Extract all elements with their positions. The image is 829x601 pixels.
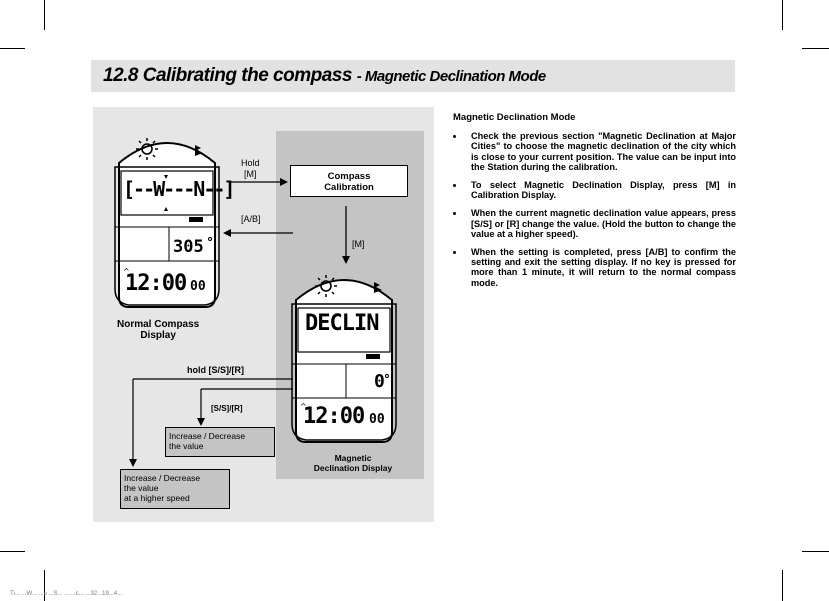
- arrow-m-down: [342, 206, 350, 264]
- arrow-to-calibration: [228, 178, 288, 186]
- increase-decrease-fast-box: Increase / Decrease the value at a highe…: [120, 469, 230, 509]
- increase-decrease-label: Increase / Decrease the value: [169, 431, 246, 451]
- declin-lcd-seconds: 00: [369, 412, 385, 427]
- normal-compass-device: ^: [114, 138, 220, 308]
- instruction-text: When the setting is completed, press [A/…: [471, 247, 736, 288]
- heading-sub: - Magnetic Declination Mode: [356, 68, 547, 85]
- normal-compass-caption: Normal Compass Display: [117, 319, 200, 341]
- crop-mark: [44, 0, 45, 30]
- sun-icon: [315, 275, 337, 297]
- instruction-list: Check the previous section "Magnetic Dec…: [453, 131, 736, 288]
- flow-lines: [129, 378, 293, 467]
- crop-mark: [44, 570, 45, 601]
- ab-label: [A/B]: [241, 214, 261, 224]
- instructions: Magnetic Declination Mode Check the prev…: [453, 112, 736, 296]
- hold-m-label: Hold [M]: [241, 158, 260, 179]
- instructions-title: Magnetic Declination Mode: [453, 112, 576, 123]
- normal-lcd-time: 12:00: [125, 271, 187, 296]
- crop-mark: [0, 48, 25, 49]
- normal-lcd-main: [--W---N--]: [123, 177, 235, 201]
- svg-text:^: ^: [123, 267, 130, 276]
- instruction-item: When the current magnetic declination va…: [453, 208, 736, 239]
- crop-mark: [0, 551, 25, 552]
- crop-mark: [802, 551, 829, 552]
- signal-icon: [195, 145, 203, 156]
- instruction-text: When the current magnetic declination va…: [471, 208, 736, 239]
- sun-icon: [136, 138, 158, 160]
- instruction-item: To select Magnetic Declination Display, …: [453, 180, 736, 200]
- normal-lcd-seconds: 00: [190, 279, 206, 294]
- svg-text:^: ^: [300, 402, 307, 411]
- instruction-item: Check the previous section "Magnetic Dec…: [453, 131, 736, 172]
- compass-calibration-box: Compass Calibration: [290, 165, 408, 197]
- hold-ssr-label: hold [S/S]/[R]: [187, 365, 244, 375]
- declin-lcd-main: DECLIN: [305, 311, 379, 336]
- instruction-text: To select Magnetic Declination Display, …: [471, 180, 736, 201]
- instruction-item: When the setting is completed, press [A/…: [453, 247, 736, 288]
- section-heading-bar: 12.8 Calibrating the compass - Magnetic …: [91, 60, 735, 92]
- crop-mark: [782, 0, 783, 30]
- ssr-label: [S/S]/[R]: [211, 404, 243, 413]
- footer-text: Ti... ...W... ...u ...S... ... ...c... .…: [10, 591, 123, 597]
- calibration-diagram: ^ [--W---N--] 305 12:00 00 Normal Compas…: [93, 107, 434, 522]
- instruction-text: Check the previous section "Magnetic Dec…: [471, 131, 736, 172]
- declin-lcd-time: 12:00: [303, 404, 365, 429]
- compass-calibration-label: Compass Calibration: [324, 171, 374, 193]
- declination-device: ^: [291, 275, 397, 443]
- increase-decrease-fast-label: Increase / Decrease the value at a highe…: [124, 473, 201, 503]
- section-heading: 12.8 Calibrating the compass - Magnetic …: [103, 65, 546, 87]
- heading-main: 12.8 Calibrating the compass: [103, 65, 352, 86]
- signal-icon: [374, 282, 382, 293]
- arrow-ab-back: [223, 229, 293, 237]
- crop-mark: [782, 570, 783, 601]
- declin-lcd-secondary: 0: [374, 371, 385, 392]
- normal-lcd-secondary: 305: [173, 237, 204, 257]
- m-label: [M]: [352, 239, 365, 249]
- increase-decrease-box: Increase / Decrease the value: [165, 427, 275, 457]
- declination-caption: Magnetic Declination Display: [313, 453, 393, 473]
- crop-mark: [802, 48, 829, 49]
